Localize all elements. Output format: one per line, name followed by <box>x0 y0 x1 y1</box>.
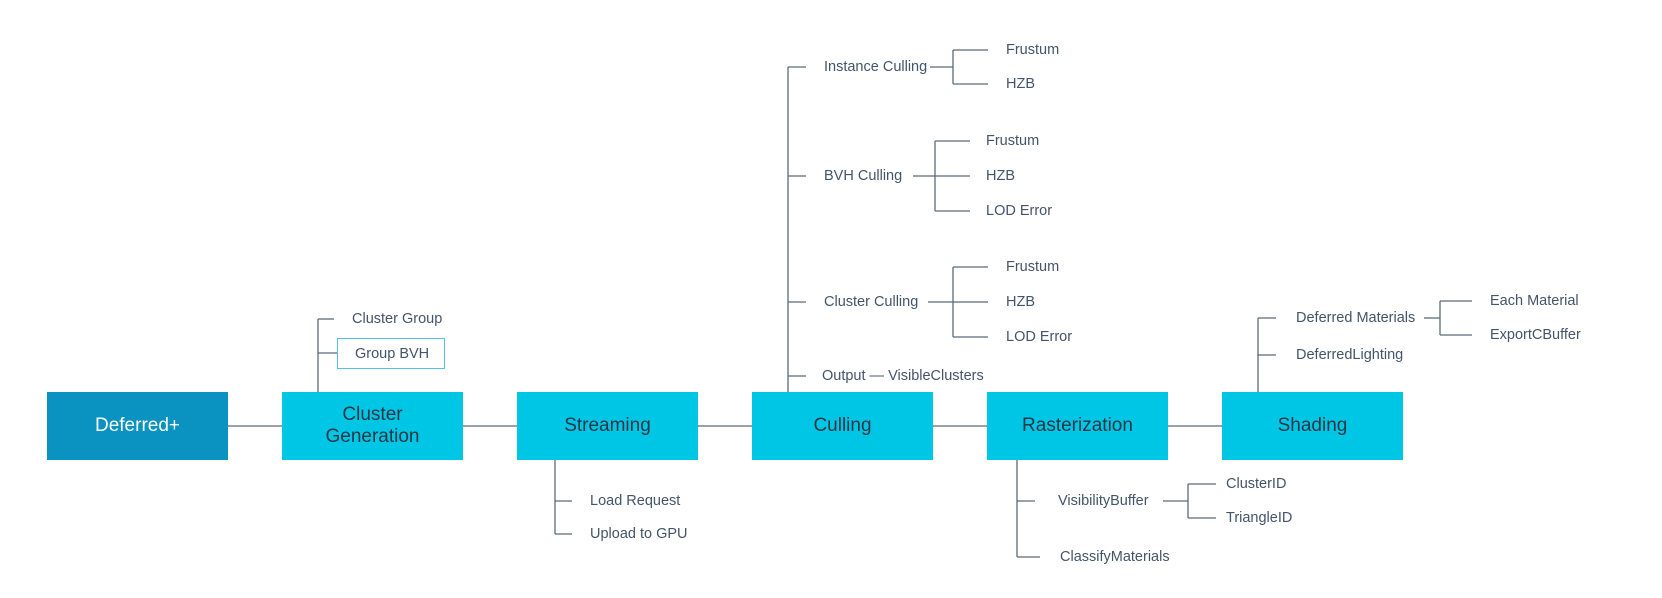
rasterization-branch-lines <box>1016 460 1216 558</box>
label-cluster-frustum: Frustum <box>1006 258 1060 275</box>
label-deferred-lighting: DeferredLighting <box>1296 346 1404 363</box>
label-bvh-frustum: Frustum <box>986 132 1040 149</box>
node-streaming: Streaming <box>517 392 698 460</box>
label-bvh-hzb: HZB <box>986 167 1015 184</box>
label-export-cbuffer: ExportCBuffer <box>1490 326 1581 343</box>
label-output-visible-clusters: Output — VisibleClusters <box>822 367 984 384</box>
label-upload-to-gpu: Upload to GPU <box>590 525 688 542</box>
label-bvh-lod-error: LOD Error <box>986 202 1053 219</box>
node-culling: Culling <box>752 392 933 460</box>
label-visibility-buffer: VisibilityBuffer <box>1058 492 1149 509</box>
shading-branch-lines <box>1257 300 1472 392</box>
label-deferred-materials: Deferred Materials <box>1296 309 1416 326</box>
label-instance-hzb: HZB <box>1006 75 1035 92</box>
label-instance-culling: Instance Culling <box>824 58 928 75</box>
label-cluster-hzb: HZB <box>1006 293 1035 310</box>
label-cluster-culling: Cluster Culling <box>824 293 919 310</box>
node-rasterization: Rasterization <box>987 392 1168 460</box>
label-classify-materials: ClassifyMaterials <box>1060 548 1170 565</box>
label-cluster-group: Cluster Group <box>352 310 443 327</box>
node-cluster-generation: Cluster Generation <box>282 392 463 460</box>
label-each-material: Each Material <box>1490 292 1579 309</box>
label-group-bvh: Group BVH <box>355 345 430 362</box>
label-cluster-id: ClusterID <box>1226 475 1287 492</box>
culling-branch-lines <box>787 49 988 392</box>
label-cluster-lod-error: LOD Error <box>1006 328 1073 345</box>
label-instance-frustum: Frustum <box>1006 41 1060 58</box>
label-group-bvh-highlight-box: Group BVH <box>337 338 445 369</box>
label-bvh-culling: BVH Culling <box>824 167 903 184</box>
node-deferred-plus: Deferred+ <box>47 392 228 460</box>
streaming-branch-lines <box>554 460 572 535</box>
label-triangle-id: TriangleID <box>1226 509 1293 526</box>
label-load-request: Load Request <box>590 492 681 509</box>
cluster-generation-branch-lines <box>317 318 337 392</box>
node-shading: Shading <box>1222 392 1403 460</box>
